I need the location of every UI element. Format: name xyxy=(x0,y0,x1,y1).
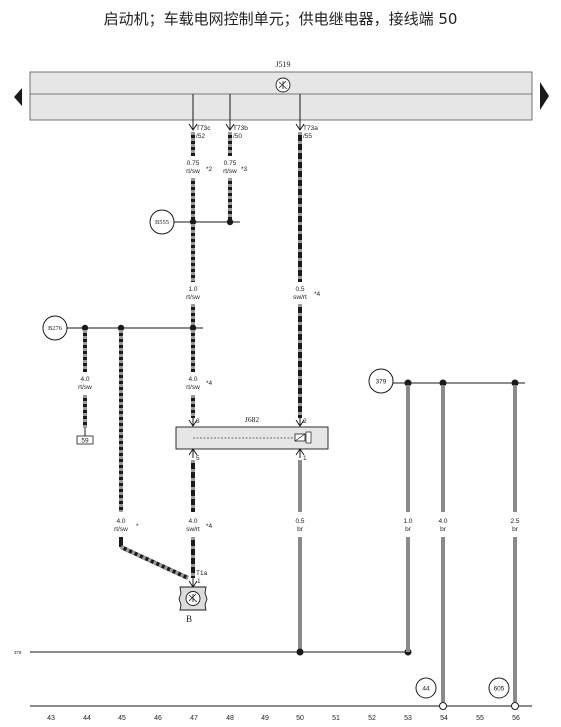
box-59-label: 59 xyxy=(81,438,89,445)
p44-ground-point xyxy=(415,677,437,699)
t73c-pin-arrow xyxy=(188,123,198,131)
w-b276-59-color: rt/sw xyxy=(78,384,92,391)
j682-pin2-label: 2 xyxy=(303,418,307,425)
grid-number: 53 xyxy=(404,715,412,722)
grid-number: 46 xyxy=(154,715,162,722)
w-a55-note: *4 xyxy=(314,291,321,298)
w-c52-size: 0.75 xyxy=(187,160,200,167)
t73b-pin: /50 xyxy=(233,133,242,140)
page-title: 启动机；车载电网控制单元；供电继电器，接线端 50 xyxy=(103,10,458,28)
p379-label: 379 xyxy=(376,379,387,386)
j682-relay xyxy=(175,426,329,450)
w-b50-size: 0.75 xyxy=(224,160,237,167)
j519-label: J519 xyxy=(275,60,290,69)
j519-symbol-mark xyxy=(278,80,288,90)
w-j682-gnd-color: br xyxy=(297,526,304,533)
grid-number: 55 xyxy=(476,715,484,722)
junction-dot xyxy=(296,648,304,656)
t1a-label: T1a xyxy=(196,570,208,577)
junction-dot xyxy=(226,218,234,226)
grid-number: 52 xyxy=(368,715,376,722)
w-c52-note: *2 xyxy=(206,166,213,173)
j682-pin3-label: 3 xyxy=(196,418,200,425)
w-main3-note: *4 xyxy=(206,523,213,530)
grid-number: 49 xyxy=(261,715,269,722)
j519-bar xyxy=(29,71,533,121)
w-g56-color: br xyxy=(512,526,519,533)
arrow-left-icon[interactable] xyxy=(14,88,22,106)
w-diag-note: * xyxy=(136,523,139,530)
p605-label: 605 xyxy=(494,686,505,693)
w-g54-size: 4.0 xyxy=(438,518,447,525)
j682-pin2-arrow xyxy=(295,419,305,427)
t73a-pin-arrow xyxy=(295,123,305,131)
grid-number: 48 xyxy=(226,715,234,722)
w-a55-size: 0.5 xyxy=(295,286,304,293)
junction-dot xyxy=(189,218,197,226)
w-main3-size: 4.0 xyxy=(188,518,197,525)
w-g54-color: br xyxy=(440,526,447,533)
t73a-pin: /55 xyxy=(303,133,312,140)
w-main2-size: 4.0 xyxy=(188,376,197,383)
junction-dot xyxy=(81,324,89,332)
grid-number: 45 xyxy=(118,715,126,722)
b555-label: B555 xyxy=(155,219,169,226)
w-g56-size: 2.5 xyxy=(510,518,519,525)
w-main3-color: sw/rt xyxy=(186,526,200,533)
w-b50-color: rt/sw xyxy=(223,168,237,175)
w-main1-size: 1.0 xyxy=(188,286,197,293)
grid-number: 44 xyxy=(83,715,91,722)
t73b-pin-arrow xyxy=(225,123,235,131)
w-b276-59-size: 4.0 xyxy=(80,376,89,383)
w-main2-color: rt/sw xyxy=(186,384,200,391)
junction-dot xyxy=(511,379,519,387)
t1a-pin: 1 xyxy=(197,578,201,585)
w-j682-gnd-size: 0.5 xyxy=(295,518,304,525)
t73a-label: T73a xyxy=(303,125,318,132)
p44-label: 44 xyxy=(422,686,430,693)
w-main2-note: *4 xyxy=(206,380,213,387)
box-59 xyxy=(76,435,94,445)
j682-pin5-label: 5 xyxy=(196,455,200,462)
grid-number: 54 xyxy=(440,715,448,722)
j682-label: J682 xyxy=(245,415,259,424)
j682-contact-icon xyxy=(305,431,312,444)
t73b-label: T73b xyxy=(233,125,248,132)
starter-motor-mark xyxy=(188,593,198,603)
w-main1-color: rt/sw xyxy=(186,294,200,301)
j682-pin1-arrow xyxy=(295,448,305,456)
t73c-pin: /52 xyxy=(196,133,205,140)
grid-number: 56 xyxy=(512,715,520,722)
junction-dot xyxy=(189,324,197,332)
grid-number: 47 xyxy=(190,715,198,722)
junction-dot xyxy=(117,324,125,332)
junction-dot xyxy=(404,379,412,387)
j682-pin5-arrow xyxy=(188,448,198,456)
t73c-label: T73c xyxy=(196,125,211,132)
terminal-open-dot xyxy=(511,702,519,710)
w-g53-size: 1.0 xyxy=(403,518,412,525)
w-g53-color: br xyxy=(405,526,412,533)
w-b50-note: *3 xyxy=(241,166,248,173)
grid-number: 43 xyxy=(47,715,55,722)
junction-dot xyxy=(439,379,447,387)
p379-ground-point xyxy=(368,368,394,394)
w-diag-color: rt/sw xyxy=(114,526,128,533)
terminal-open-dot xyxy=(439,702,447,710)
p605-ground-point xyxy=(488,677,510,699)
j682-coil-diag xyxy=(294,433,306,442)
starter-label: B xyxy=(186,614,192,624)
w-a55-color: sw/rt xyxy=(293,294,307,301)
grid-number: 51 xyxy=(332,715,340,722)
w-diag-size: 4.0 xyxy=(116,518,125,525)
w-c52-color: rt/sw xyxy=(186,168,200,175)
grid-number: 50 xyxy=(296,715,304,722)
wire-diag-slant-dash xyxy=(120,545,189,580)
b276-label: B276 xyxy=(48,325,63,332)
j682-pin3-arrow xyxy=(188,419,198,427)
ref-378-label: 378 xyxy=(14,650,22,655)
arrow-right-icon[interactable] xyxy=(540,82,549,110)
j682-pin1-label: 1 xyxy=(303,455,307,462)
